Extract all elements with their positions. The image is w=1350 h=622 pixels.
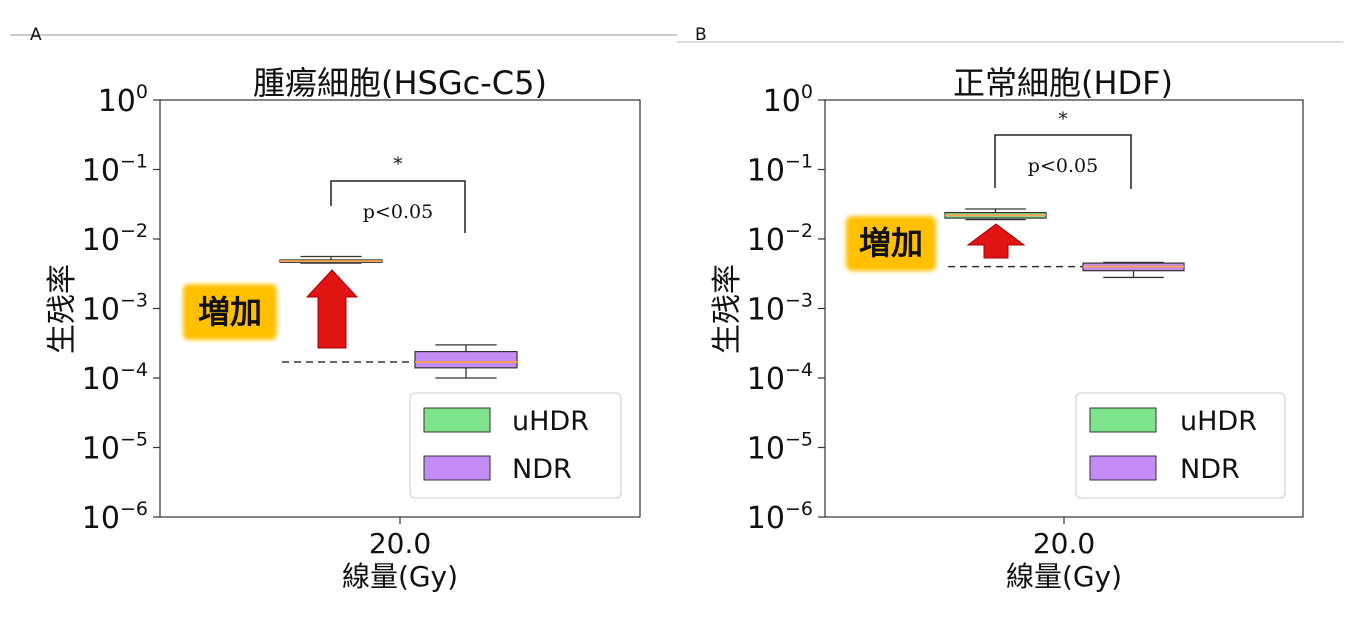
chart-a-legend: uHDR NDR: [409, 392, 622, 499]
chart-a-title: 腫瘍細胞(HSGc-C5): [253, 64, 547, 102]
chart-b-legend-uhdr-label: uHDR: [1180, 406, 1257, 437]
y-tick-label: 10−3: [747, 290, 813, 328]
chart-a-ndr-box: [414, 344, 518, 379]
chart-a-significance-star: *: [394, 154, 403, 175]
y-tick-label: 10−5: [82, 429, 148, 467]
chart-a-pvalue: p<0.05: [363, 201, 433, 223]
chart-a-increase-arrow: [305, 269, 359, 349]
chart-b-title: 正常細胞(HDF): [953, 64, 1173, 102]
chart-a-legend-ndr-label: NDR: [512, 454, 572, 485]
chart-a-x-ticks: 20.0: [369, 517, 431, 560]
chart-b-significance-bracket: * p<0.05: [994, 109, 1132, 189]
chart-b-increase-text: 増加: [859, 224, 923, 262]
y-tick-label: 100: [98, 81, 148, 119]
y-tick-label: 10−2: [82, 220, 148, 258]
chart-a-significance-bracket: * p<0.05: [330, 154, 466, 233]
y-tick-label: 10−2: [747, 220, 813, 258]
panel-b-label: B: [695, 25, 707, 45]
chart-b-bracket-line: [994, 134, 1132, 189]
chart-b-significance-star: *: [1059, 109, 1068, 130]
chart-a-legend-ndr-swatch: [423, 455, 491, 481]
chart-b-increase-arrow: [966, 223, 1026, 259]
chart-a-highlight: [183, 284, 277, 340]
y-tick-label: 10−4: [747, 359, 813, 397]
x-tick-label: 20.0: [1033, 527, 1095, 560]
y-tick-label: 10−6: [82, 498, 148, 536]
y-tick-label: 10−5: [747, 429, 813, 467]
chart-b-uhdr-box: [944, 208, 1047, 221]
chart-a-xlabel: 線量(Gy): [342, 560, 458, 593]
x-tick-label: 20.0: [369, 527, 431, 560]
chart-a: 腫瘍細胞(HSGc-C5) 生残率 線量(Gy) 100 10−1 10−2 10−3…: [45, 64, 641, 593]
chart-a-y-ticks: 100 10−1 10−2 10−3 10−4 10−5 10−6: [82, 81, 160, 536]
chart-b-xlabel: 線量(Gy): [1006, 560, 1122, 593]
chart-b-legend: uHDR NDR: [1075, 392, 1286, 499]
chart-a-bracket-line: [330, 180, 466, 233]
chart-b-arrow-shape: [966, 223, 1026, 259]
box-body: [414, 350, 518, 369]
chart-b-legend-ndr-label: NDR: [1180, 454, 1240, 485]
y-tick-label: 100: [763, 81, 813, 119]
chart-b-pvalue: p<0.05: [1028, 155, 1098, 177]
chart-b-ylabel: 生残率: [710, 264, 745, 354]
chart-b-increase-label: 増加: [846, 216, 936, 271]
y-tick-label: 10−1: [82, 151, 148, 189]
chart-b-legend-uhdr-swatch: [1089, 407, 1157, 433]
chart-b-highlight: [846, 216, 936, 271]
chart-a-legend-uhdr-label: uHDR: [512, 406, 589, 437]
y-tick-label: 10−6: [747, 498, 813, 536]
panel-a-label: A: [30, 25, 42, 45]
chart-b-legend-ndr-swatch: [1089, 455, 1157, 481]
y-tick-label: 10−4: [82, 359, 148, 397]
chart-b-ndr-box: [1082, 261, 1185, 279]
chart-b-x-ticks: 20.0: [1033, 517, 1095, 560]
chart-a-uhdr-box: [279, 255, 383, 264]
y-tick-label: 10−1: [747, 151, 813, 189]
chart-b-y-ticks: 100 10−1 10−2 10−3 10−4 10−5 10−6: [747, 81, 825, 536]
chart-a-increase-label: 増加: [183, 284, 277, 340]
y-tick-label: 10−3: [82, 290, 148, 328]
chart-a-increase-text: 増加: [198, 293, 262, 331]
chart-b: 正常細胞(HDF) 生残率 線量(Gy) 100 10−1 10−2 10−3 10−4…: [710, 64, 1304, 593]
chart-a-arrow-shape: [305, 269, 359, 349]
chart-a-legend-uhdr-swatch: [423, 407, 491, 433]
chart-a-ylabel: 生残率: [45, 264, 80, 354]
